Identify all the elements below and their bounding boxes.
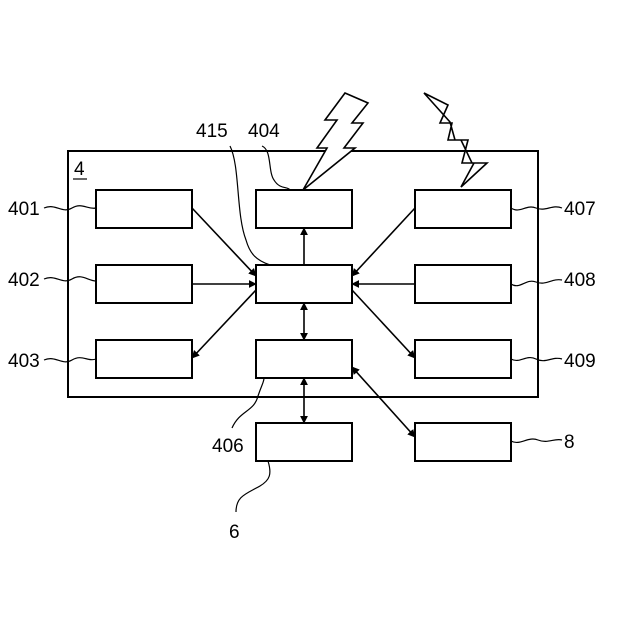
ref-401: 401 (8, 199, 40, 220)
arrow-407-to-415 (352, 208, 415, 276)
leader-401 (44, 206, 96, 210)
arrow-415-to-409 (352, 290, 415, 358)
block-409 (415, 340, 511, 378)
block-407 (415, 190, 511, 228)
ref-415: 415 (196, 121, 228, 142)
block-6 (256, 423, 352, 461)
block-415 (256, 265, 352, 303)
block-401 (96, 190, 192, 228)
leader-6 (236, 461, 270, 512)
ref-409: 409 (564, 351, 596, 372)
block-403 (96, 340, 192, 378)
ref-404: 404 (248, 121, 280, 142)
block-408 (415, 265, 511, 303)
ref-6: 6 (229, 522, 240, 543)
block-404 (256, 190, 352, 228)
leader-408 (511, 280, 562, 286)
device-label: 4 (74, 159, 85, 180)
leader-409 (511, 358, 562, 361)
arrow-406-8 (352, 367, 415, 437)
ref-408: 408 (564, 270, 596, 291)
leader-407 (511, 207, 562, 210)
block-8 (415, 423, 511, 461)
antenna-bolt-left (303, 93, 368, 190)
leader-406 (232, 378, 264, 428)
leader-404 (262, 146, 290, 190)
arrow-415-to-403 (192, 290, 256, 358)
ref-407: 407 (564, 199, 596, 220)
ref-406: 406 (212, 436, 244, 457)
ref-403: 403 (8, 351, 40, 372)
ref-8: 8 (564, 432, 575, 453)
block-402 (96, 265, 192, 303)
leader-402 (44, 277, 96, 281)
block-406 (256, 340, 352, 378)
leader-403 (44, 358, 96, 362)
ref-402: 402 (8, 270, 40, 291)
leader-8 (511, 439, 562, 442)
antenna-bolt-right (424, 93, 487, 187)
